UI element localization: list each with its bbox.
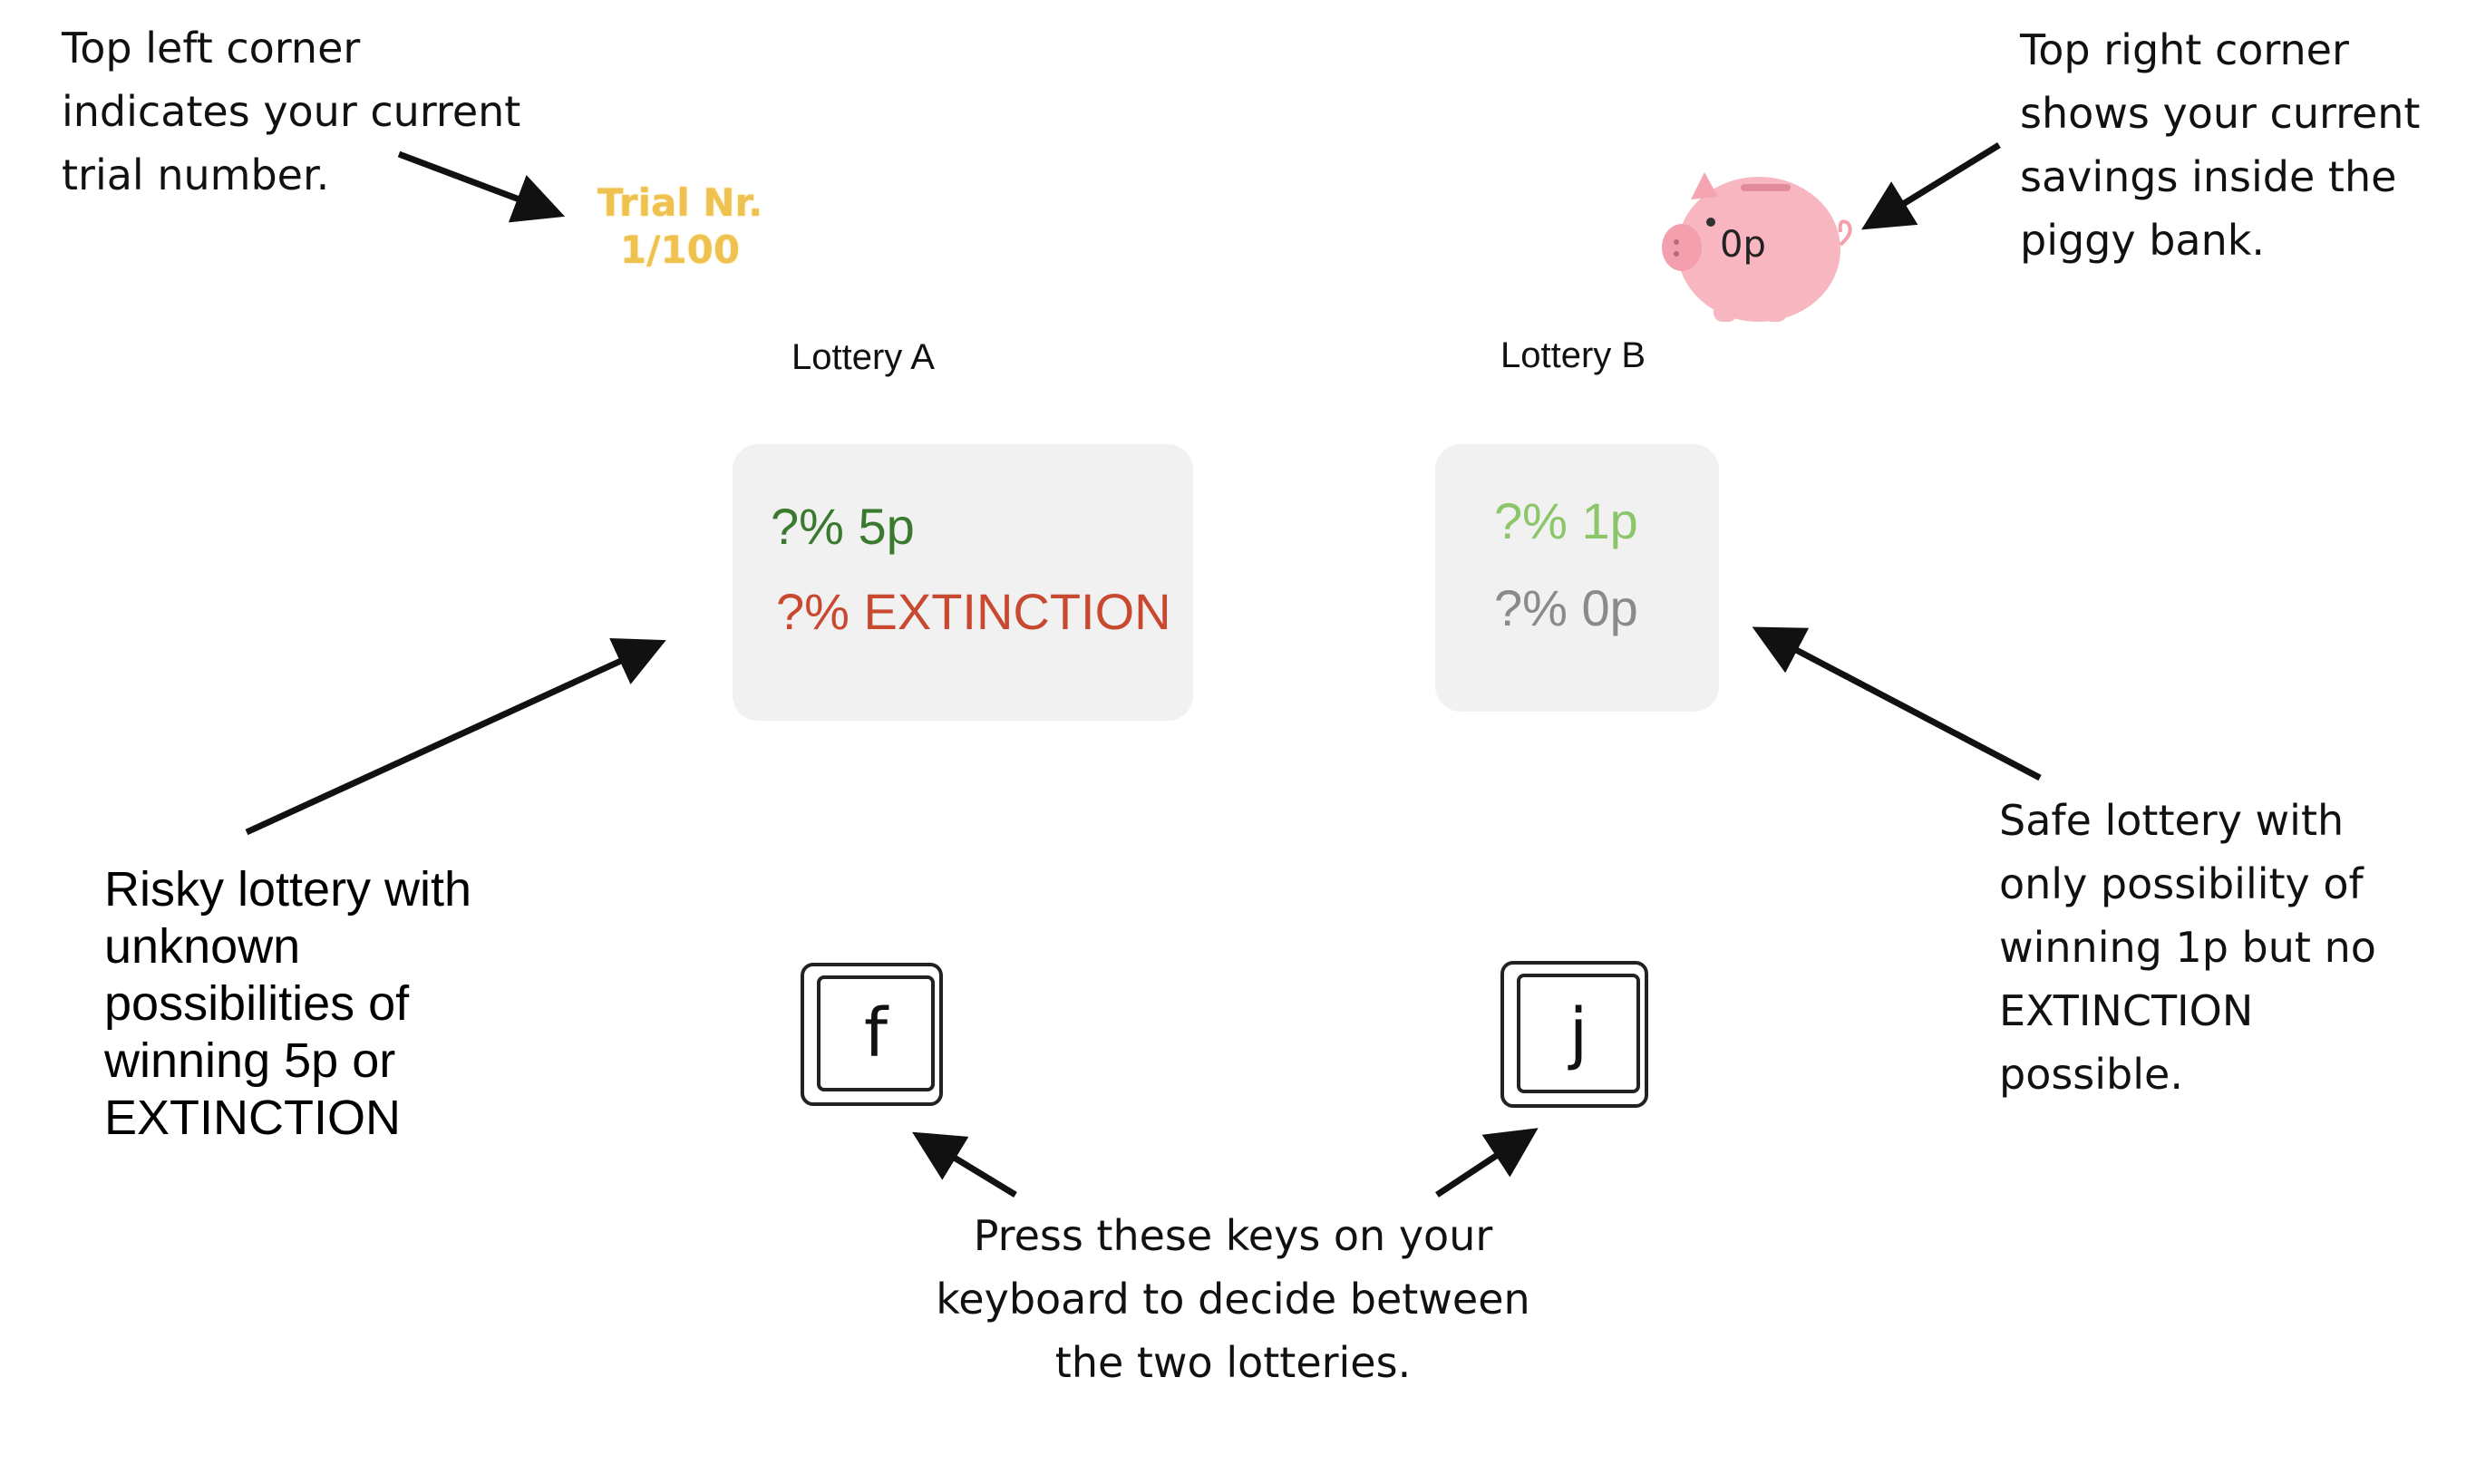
lottery-b-zero-option: ?% 0p	[1494, 579, 1638, 636]
arrow-to-lottery-a	[245, 638, 666, 836]
lottery-a-extinction-option: ?% EXTINCTION	[776, 583, 1171, 640]
piggy-bank-icon	[1662, 172, 1852, 322]
key-j-label: j	[1517, 974, 1640, 1093]
annotation-risky-lottery: Risky lottery with unknown possibilities…	[104, 862, 472, 1145]
arrow-to-key-j	[1435, 1128, 1539, 1198]
lottery-b-card[interactable]: ?% 1p ?% 0p	[1435, 444, 1719, 712]
trial-indicator: Trial Nr. 1/100	[580, 179, 780, 274]
lottery-a-win-option: ?% 5p	[771, 498, 915, 555]
lottery-a-card[interactable]: ?% 5p ?% EXTINCTION	[733, 444, 1193, 721]
annotation-safe-lottery: Safe lottery with only possibility of wi…	[1999, 796, 2376, 1099]
annotation-keys: Press these keys on your keyboard to dec…	[936, 1211, 1530, 1387]
arrow-to-key-f	[912, 1131, 1017, 1198]
key-f-button[interactable]: f	[801, 963, 943, 1106]
lottery-b-title: Lottery B	[1500, 335, 1646, 375]
piggy-bank: 0p	[1655, 150, 1854, 340]
annotation-top-right: Top right corner shows your current savi…	[2020, 25, 2421, 265]
trial-counter: 1/100	[619, 228, 741, 272]
lottery-b-win-option: ?% 1p	[1494, 492, 1638, 549]
key-j-button[interactable]: j	[1500, 961, 1648, 1108]
arrow-to-piggy-bank	[1861, 142, 2001, 230]
lottery-a-title: Lottery A	[791, 337, 935, 377]
piggy-bank-savings: 0p	[1720, 224, 1766, 266]
annotation-top-left: Top left corner indicates your current t…	[62, 24, 521, 199]
arrow-to-trial	[397, 150, 566, 223]
trial-label: Trial Nr.	[597, 180, 763, 225]
arrow-to-lottery-b	[1752, 626, 2042, 781]
key-f-label: f	[817, 975, 935, 1091]
